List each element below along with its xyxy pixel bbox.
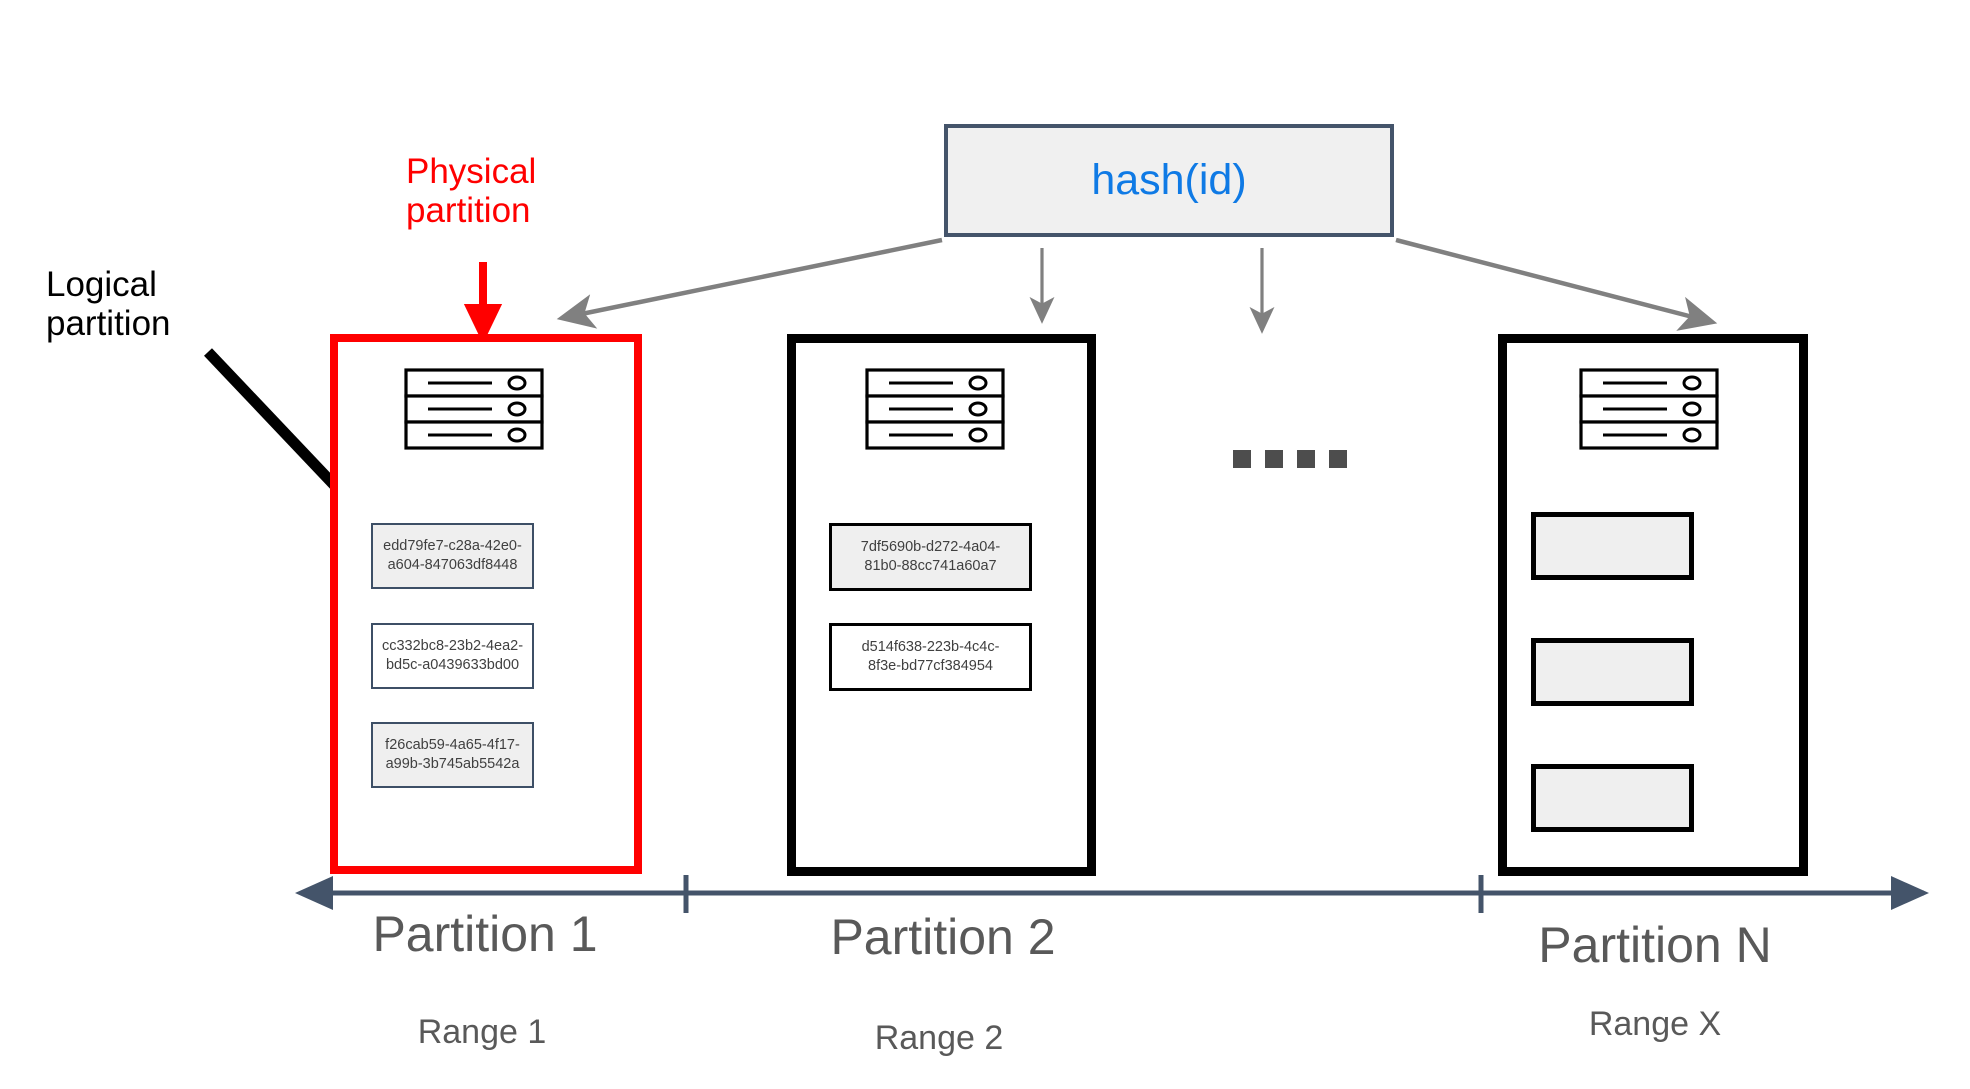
ellipsis-dot (1265, 450, 1283, 468)
ellipsis-dot (1297, 450, 1315, 468)
partition-n-caption: Partition N (1538, 917, 1772, 973)
partition-n-item-1[interactable] (1531, 638, 1694, 706)
guid-text: edd79fe7-c28a-42e0- a604-847063df8448 (383, 537, 522, 573)
guid-text: cc332bc8-23b2-4ea2- bd5c-a0439633bd00 (381, 637, 524, 673)
partition-1-item-2[interactable]: f26cab59-4a65-4f17- a99b-3b745ab5542a (371, 722, 534, 788)
physical-partition-label: Physical partition (406, 152, 537, 231)
partition-2-item-0[interactable]: 7df5690b-d272-4a04- 81b0-88cc741a60a7 (829, 523, 1032, 591)
server-stack-icon (865, 368, 1005, 450)
ellipsis-dot (1233, 450, 1251, 468)
partition-2-range-label: Range 2 (874, 1019, 1004, 1057)
ellipsis-dot (1329, 450, 1347, 468)
ellipsis-indicator (1233, 450, 1347, 468)
guid-text: f26cab59-4a65-4f17- a99b-3b745ab5542a (385, 736, 520, 772)
partition-2-item-1[interactable]: d514f638-223b-4c4c- 8f3e-bd77cf384954 (829, 623, 1032, 691)
partition-1-item-0[interactable]: edd79fe7-c28a-42e0- a604-847063df8448 (371, 523, 534, 589)
partition-1-caption: Partition 1 (372, 906, 598, 962)
guid-text: 7df5690b-d272-4a04- 81b0-88cc741a60a7 (860, 538, 1001, 574)
partition-1-range-label: Range 1 (417, 1013, 547, 1051)
guid-text: d514f638-223b-4c4c- 8f3e-bd77cf384954 (861, 638, 1000, 674)
partition-n-item-2[interactable] (1531, 764, 1694, 832)
hash-function-box: hash(id) (944, 124, 1394, 237)
hash-function-label: hash(id) (1091, 156, 1247, 204)
arrow-hash-to-partition-n (1395, 237, 1718, 331)
logical-partition-label: Logical partition (46, 265, 171, 344)
server-stack-icon (404, 368, 544, 450)
partition-n-item-0[interactable] (1531, 512, 1694, 580)
partition-2-caption: Partition 2 (830, 909, 1056, 965)
partition-1-item-1[interactable]: cc332bc8-23b2-4ea2- bd5c-a0439633bd00 (371, 623, 534, 689)
arrow-hash-to-partition-1 (556, 237, 943, 329)
server-stack-icon (1579, 368, 1719, 450)
partition-n-range-label: Range X (1588, 1005, 1722, 1043)
